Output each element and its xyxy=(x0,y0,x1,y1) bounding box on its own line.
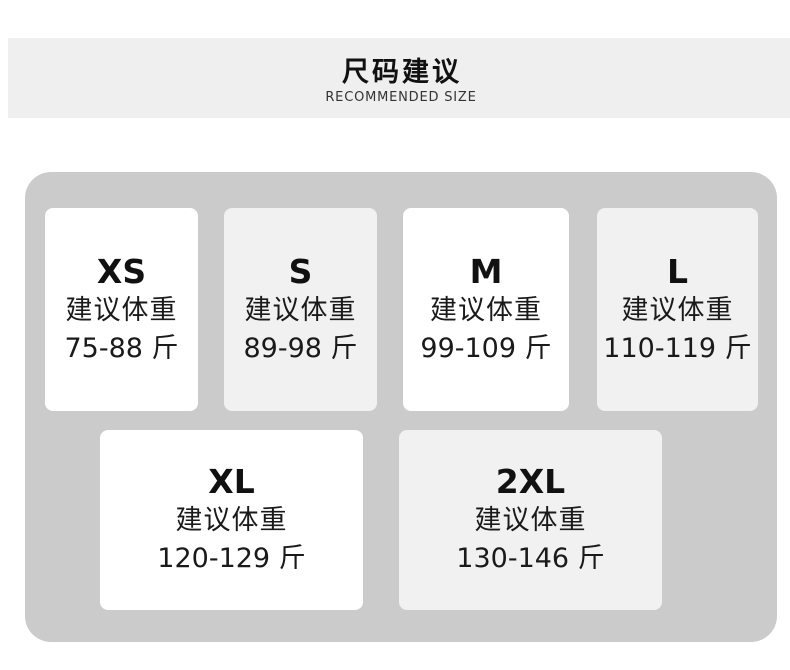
weight-range: 120-129 斤 xyxy=(157,543,306,574)
weight-label: 建议体重 xyxy=(621,294,734,326)
size-card-2xl: 2XL 建议体重 130-146 斤 xyxy=(399,430,662,610)
size-card-m: M 建议体重 99-109 斤 xyxy=(403,208,569,411)
size-name: XL xyxy=(208,462,255,501)
size-name: L xyxy=(666,251,689,291)
weight-label: 建议体重 xyxy=(244,294,357,326)
weight-label: 建议体重 xyxy=(474,505,587,536)
weight-range: 99-109 斤 xyxy=(420,332,552,364)
size-card-xl: XL 建议体重 120-129 斤 xyxy=(100,430,363,610)
weight-label: 建议体重 xyxy=(430,294,542,326)
size-name: 2XL xyxy=(495,462,566,501)
size-name: M xyxy=(469,251,503,291)
size-card-s: S 建议体重 89-98 斤 xyxy=(224,208,377,411)
weight-range: 110-119 斤 xyxy=(603,332,752,364)
weight-range: 75-88 斤 xyxy=(64,332,179,364)
size-name: XS xyxy=(96,251,147,291)
size-card-l: L 建议体重 110-119 斤 xyxy=(597,208,758,411)
weight-range: 89-98 斤 xyxy=(243,332,358,364)
size-card-xs: XS 建议体重 75-88 斤 xyxy=(45,208,198,411)
weight-range: 130-146 斤 xyxy=(456,543,605,574)
weight-label: 建议体重 xyxy=(175,505,288,536)
size-name: S xyxy=(288,251,313,291)
page-subtitle: RECOMMENDED SIZE xyxy=(325,90,477,105)
header-band xyxy=(8,38,790,118)
weight-label: 建议体重 xyxy=(65,294,178,326)
page-title: 尺码建议 xyxy=(342,57,462,88)
